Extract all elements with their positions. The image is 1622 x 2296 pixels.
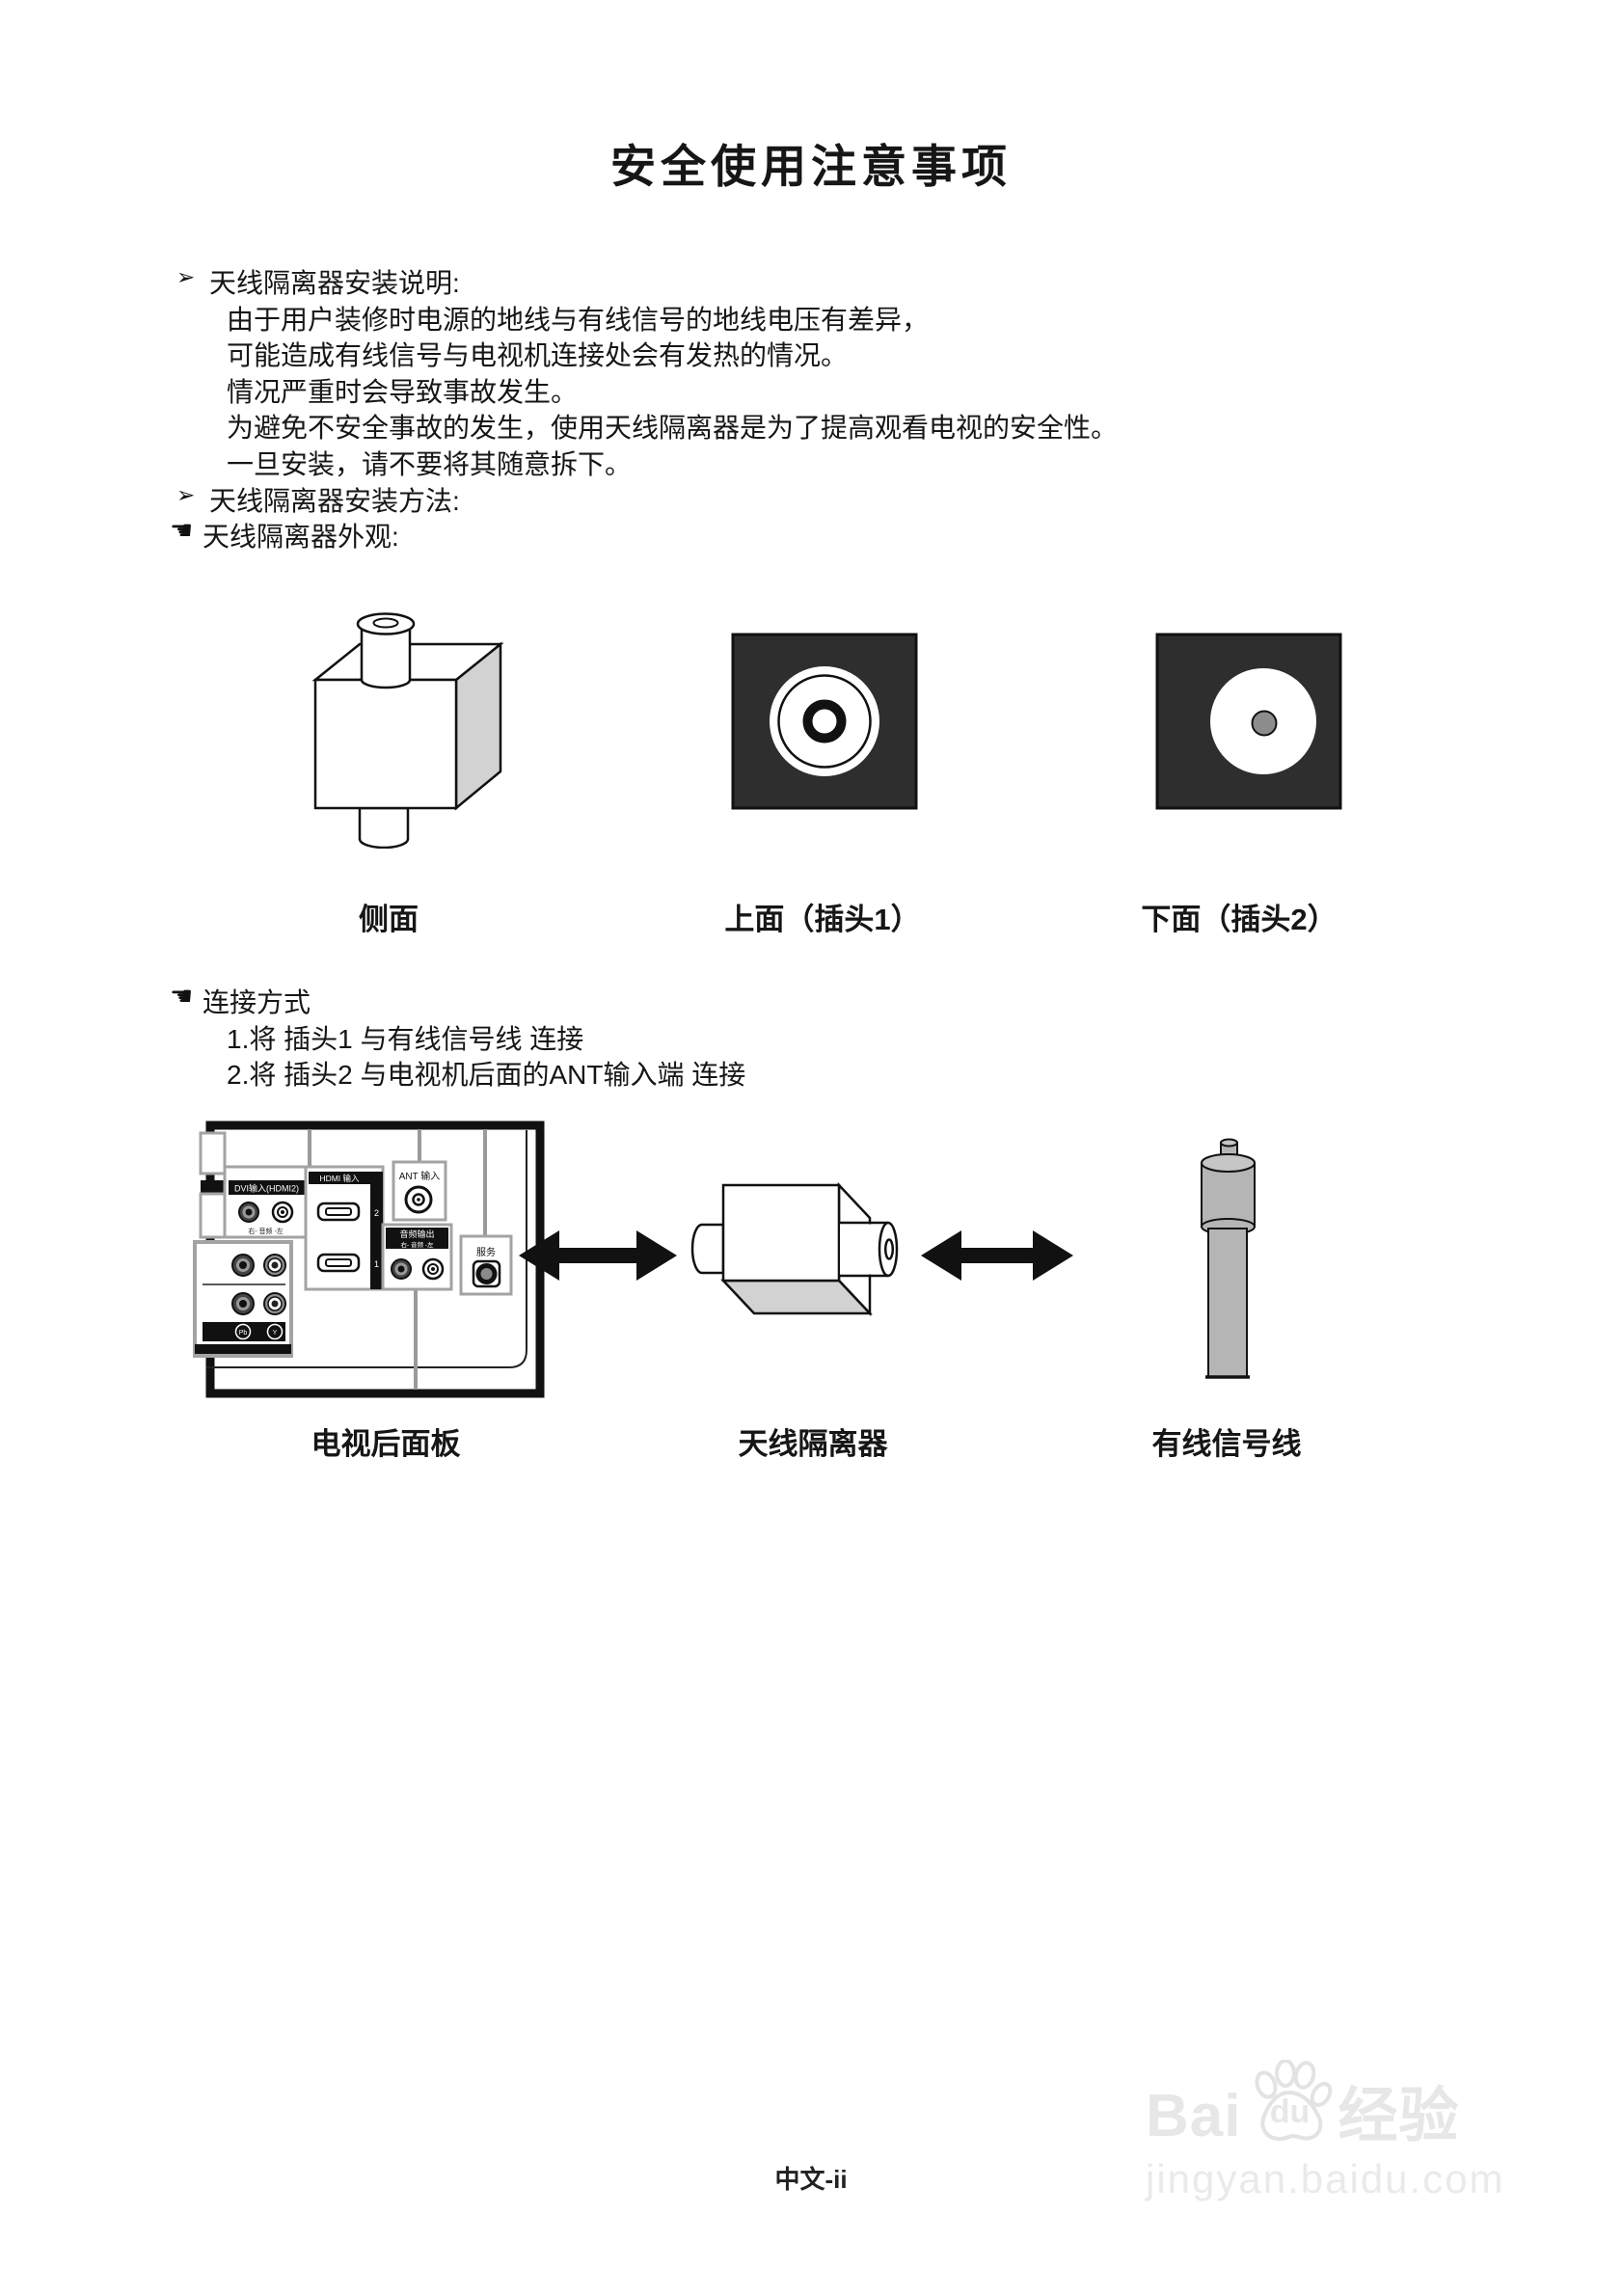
isolator-side-view-figure	[311, 612, 504, 849]
arrow-bullet-icon: ➢	[176, 264, 196, 289]
isolator-left-plug	[690, 1223, 725, 1275]
audio-out-label: 音频输出	[399, 1229, 434, 1239]
isolator-caption: 天线隔离器	[738, 1427, 888, 1461]
instruction-line: 一旦安装，请不要将其随意拆下。	[176, 444, 1118, 480]
top-view-caption: 上面（插头1）	[724, 903, 921, 936]
install-note-text: 由于用户装修时电源的地线与有线信号的地线电压有差异，	[227, 304, 930, 335]
rca-jack	[231, 1254, 255, 1277]
connection-line: 2.将 插头2 与电视机后面的ANT输入端 连接	[176, 1054, 745, 1091]
left-cut-label-band	[201, 1180, 225, 1194]
side-view-caption: 侧面	[359, 903, 419, 936]
cable-caption: 有线信号线	[1151, 1427, 1302, 1461]
isolator-body	[721, 1183, 841, 1283]
instruction-line: ➢ 天线隔离器安装说明:	[176, 262, 1118, 299]
watermark-brand-left: Bai	[1146, 2083, 1242, 2149]
antenna-isolator	[690, 1181, 899, 1317]
connection-step: 2.将 插头2 与电视机后面的ANT输入端 连接	[227, 1060, 746, 1091]
install-method-heading: 天线隔离器安装方法:	[209, 485, 460, 516]
panel-inner-contour	[206, 1130, 527, 1368]
connection-line: 1.将 插头1 与有线信号线 连接	[176, 1018, 745, 1055]
rca-jack	[231, 1292, 255, 1315]
double-arrow-icon	[921, 1230, 1073, 1281]
install-note-heading: 天线隔离器安装说明:	[209, 268, 460, 298]
install-note-text: 情况严重时会导致事故发生。	[227, 376, 579, 407]
hdmi-input-group: HDMI 输入 2 1	[304, 1165, 385, 1291]
connection-diagram-figure: Pb Y DVI输入(HDMI2) 右- 音频 -左	[193, 1121, 1256, 1398]
instruction-line: 为避免不安全事故的发生，使用天线隔离器是为了提高观看电视的安全性。	[176, 407, 1118, 444]
instruction-line: 由于用户装修时电源的地线与有线信号的地线电压有差异，	[176, 299, 1118, 336]
rca-jack	[263, 1254, 286, 1277]
cable-body	[1207, 1228, 1248, 1378]
rca-jack	[271, 1201, 294, 1224]
rca-jack	[238, 1202, 259, 1223]
panel-caption: 电视后面板	[311, 1427, 461, 1461]
dvi-input-label: DVI输入(HDMI2)	[234, 1183, 299, 1194]
plug1-socket-ring	[802, 699, 847, 743]
service-port-group: 服务	[459, 1234, 513, 1296]
install-note-text: 为避免不安全事故的发生，使用天线隔离器是为了提高观看电视的安全性。	[227, 413, 1119, 444]
ant-input-label: ANT 输入	[399, 1170, 441, 1182]
pointing-hand-icon: ☚	[170, 982, 194, 1011]
isolator-bottom-plug	[358, 806, 410, 849]
instruction-line: 情况严重时会导致事故发生。	[176, 371, 1118, 408]
isolator-top-view-figure	[731, 633, 918, 810]
rca-jack	[421, 1257, 445, 1281]
instructions-block: ➢ 天线隔离器安装说明: 由于用户装修时电源的地线与有线信号的地线电压有差异， 可…	[170, 262, 1118, 553]
hdmi-port	[316, 1202, 361, 1222]
appearance-heading: 天线隔离器外观:	[203, 522, 399, 553]
watermark-brand-right: 经验	[1338, 2083, 1460, 2149]
baidu-paw-icon: du	[1243, 2059, 1336, 2152]
instruction-line: 可能造成有线信号与电视机连接处会有发热的情况。	[176, 335, 1118, 371]
rca-jack	[391, 1258, 412, 1280]
baidu-jingyan-watermark: Bai du 经验 jingyan.baidu.com	[1146, 2059, 1570, 2202]
hdmi-port	[316, 1253, 361, 1273]
install-note-text: 可能造成有线信号与电视机连接处会有发热的情况。	[227, 340, 849, 371]
connection-heading: 连接方式	[203, 987, 311, 1017]
instruction-line: ➢ 天线隔离器安装方法:	[176, 480, 1118, 517]
double-arrow-icon	[519, 1230, 677, 1281]
hdmi-port1-number: 1	[374, 1259, 379, 1269]
dvi-input-group: DVI输入(HDMI2) 右- 音频 -左	[223, 1165, 309, 1239]
isolator-right-plug	[839, 1221, 899, 1278]
component-y-label: Y	[273, 1330, 278, 1337]
connection-step: 1.将 插头1 与有线信号线 连接	[227, 1023, 584, 1054]
tv-back-panel: Pb Y DVI输入(HDMI2) 右- 音频 -左	[193, 1121, 545, 1398]
install-note-text: 一旦安装，请不要将其随意拆下。	[227, 448, 633, 479]
service-label: 服务	[476, 1246, 496, 1258]
instruction-line: ☚ 天线隔离器外观:	[170, 516, 1118, 553]
connection-block: ☚ 连接方式 1.将 插头1 与有线信号线 连接 2.将 插头2 与电视机后面的A…	[170, 982, 745, 1091]
plug1-inner-rim	[777, 674, 872, 769]
dvi-audio-lr-label: 右- 音频 -左	[248, 1227, 284, 1235]
audio-out-lr-label: 右- 音频 -左	[401, 1240, 434, 1249]
left-cut-box	[199, 1131, 227, 1175]
top-plug-hole	[372, 617, 399, 629]
plug2-center-pin	[1251, 710, 1278, 737]
isolator-bottom-view-figure	[1155, 633, 1342, 810]
arrow-bullet-icon: ➢	[176, 481, 196, 507]
isolator-top-plug	[360, 622, 412, 689]
pointing-hand-icon: ☚	[170, 516, 194, 546]
watermark-url: jingyan.baidu.com	[1146, 2156, 1505, 2201]
ant-input-group: ANT 输入	[392, 1160, 447, 1222]
left-cut-box	[199, 1192, 227, 1239]
component-pb-label: Pb	[239, 1330, 248, 1337]
connection-line: ☚ 连接方式	[170, 982, 745, 1018]
page-number: 中文-ii	[774, 2165, 848, 2194]
coax-connector	[404, 1185, 433, 1214]
hdmi-input-label: HDMI 输入	[319, 1174, 360, 1183]
hdmi-port2-number: 2	[374, 1208, 379, 1218]
rca-jack	[263, 1292, 286, 1315]
page-title: 安全使用注意事项	[610, 141, 1012, 192]
cable-connector	[1201, 1138, 1256, 1379]
service-connector	[472, 1259, 501, 1288]
audio-out-group: 音频输出 右- 音频 -左	[381, 1223, 453, 1291]
component-jack-group: Pb Y	[193, 1240, 293, 1358]
component-label-band	[203, 1322, 285, 1341]
bottom-view-caption: 下面（插头2）	[1141, 903, 1338, 936]
watermark-brand-mid: du	[1269, 2093, 1311, 2130]
isolator-front-face	[313, 678, 458, 810]
